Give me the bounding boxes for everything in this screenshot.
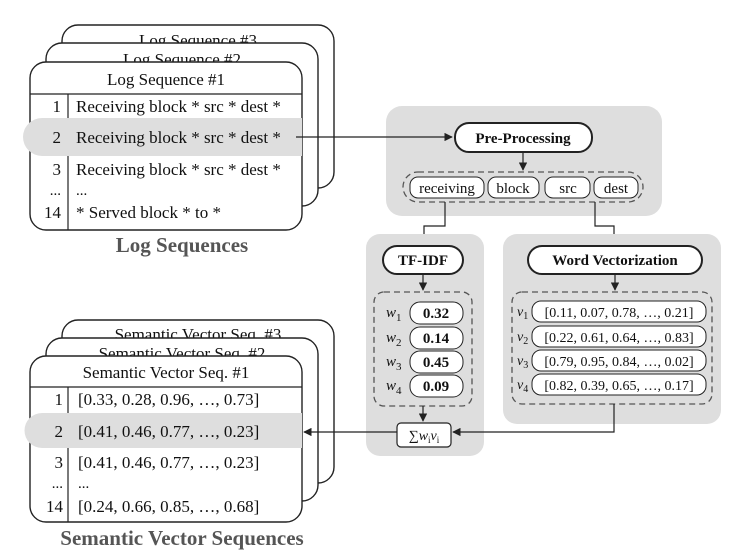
token-label: dest xyxy=(604,181,629,197)
log-row-text: Receiving block * src * dest * xyxy=(76,97,281,116)
vector-symbol: v3 xyxy=(517,354,528,371)
log-card-1-title: Log Sequence #1 xyxy=(107,70,225,89)
weight-value: 0.45 xyxy=(423,355,449,371)
weighted-sum-node xyxy=(396,422,452,448)
log-sequences-caption: Log Sequences xyxy=(116,233,248,257)
semantic-row-num: 3 xyxy=(55,453,64,472)
token-chip xyxy=(487,176,540,199)
vector-value: [0.82, 0.39, 0.65, …, 0.17] xyxy=(544,379,693,394)
vectors-group xyxy=(511,291,713,405)
token-label: receiving xyxy=(419,181,475,197)
vector-value: [0.79, 0.95, 0.84, …, 0.02] xyxy=(544,355,693,370)
log-row-num: 14 xyxy=(44,203,62,222)
word-vectorization-label: Word Vectorization xyxy=(552,253,678,269)
log-row-text: Receiving block * src * dest * xyxy=(76,160,281,179)
weight-symbol: w4 xyxy=(386,378,402,397)
log-row-num: 2 xyxy=(53,128,62,147)
semantic-row-num: 2 xyxy=(55,422,64,441)
weights: w1 0.32 w2 0.14 w3 0.45 w4 0.09 xyxy=(386,301,464,398)
semantic-sequences-caption: Semantic Vector Sequences xyxy=(60,526,303,550)
weight-symbol: w2 xyxy=(386,330,402,349)
semantic-row-text: [0.41, 0.46, 0.77, …, 0.23] xyxy=(78,422,259,441)
weight-value: 0.32 xyxy=(423,306,449,322)
log-row-text: Receiving block * src * dest * xyxy=(76,128,281,147)
semantic-row-text: ... xyxy=(78,476,89,492)
token-chip xyxy=(409,176,485,199)
tokens-group xyxy=(402,171,644,203)
arrow-vectors-to-sum xyxy=(452,404,615,437)
weighted-sum-formula: ∑wivi xyxy=(409,429,440,445)
log-row-num: 1 xyxy=(53,97,62,116)
log-row-num: ... xyxy=(50,183,61,199)
log-row-highlight xyxy=(23,118,302,156)
vector-value: [0.22, 0.61, 0.64, …, 0.83] xyxy=(544,331,693,346)
semantic-row-text: [0.41, 0.46, 0.77, …, 0.23] xyxy=(78,453,259,472)
semantic-row-num: ... xyxy=(52,476,63,492)
vector-value: [0.11, 0.07, 0.78, …, 0.21] xyxy=(545,306,694,321)
log-row-text: * Served block * to * xyxy=(76,203,221,222)
vector-symbol: v2 xyxy=(517,330,528,347)
semantic-row-num: 14 xyxy=(46,497,64,516)
weight-value: 0.09 xyxy=(423,379,449,395)
log-rows: 1 Receiving block * src * dest * 2 Recei… xyxy=(44,97,281,222)
token-label: src xyxy=(559,181,577,197)
semantic-row-text: [0.33, 0.28, 0.96, …, 0.73] xyxy=(78,390,259,409)
vector-symbol: v4 xyxy=(517,378,528,395)
semantic-card-1-title: Semantic Vector Seq. #1 xyxy=(83,363,250,382)
token-chip xyxy=(544,176,591,199)
weight-value: 0.14 xyxy=(423,331,450,347)
weight-symbol: w3 xyxy=(386,354,402,373)
semantic-row-highlight xyxy=(24,413,303,448)
vector-symbol: v1 xyxy=(517,305,528,322)
tokens: receiving block src dest xyxy=(409,176,639,199)
log-row-text: ... xyxy=(76,183,87,199)
tfidf-label: TF-IDF xyxy=(398,253,448,269)
log-row-num: 3 xyxy=(53,160,62,179)
token-label: block xyxy=(496,181,530,197)
preprocessing-label: Pre-Processing xyxy=(475,131,571,147)
token-chip xyxy=(593,176,639,199)
weight-symbol: w1 xyxy=(386,305,402,324)
semantic-rows: 1 [0.33, 0.28, 0.96, …, 0.73] 2 [0.41, 0… xyxy=(46,390,259,516)
semantic-row-text: [0.24, 0.66, 0.85, …, 0.68] xyxy=(78,497,259,516)
semantic-row-num: 1 xyxy=(55,390,64,409)
vectors: v1 [0.11, 0.07, 0.78, …, 0.21] v2 [0.22,… xyxy=(517,300,707,396)
